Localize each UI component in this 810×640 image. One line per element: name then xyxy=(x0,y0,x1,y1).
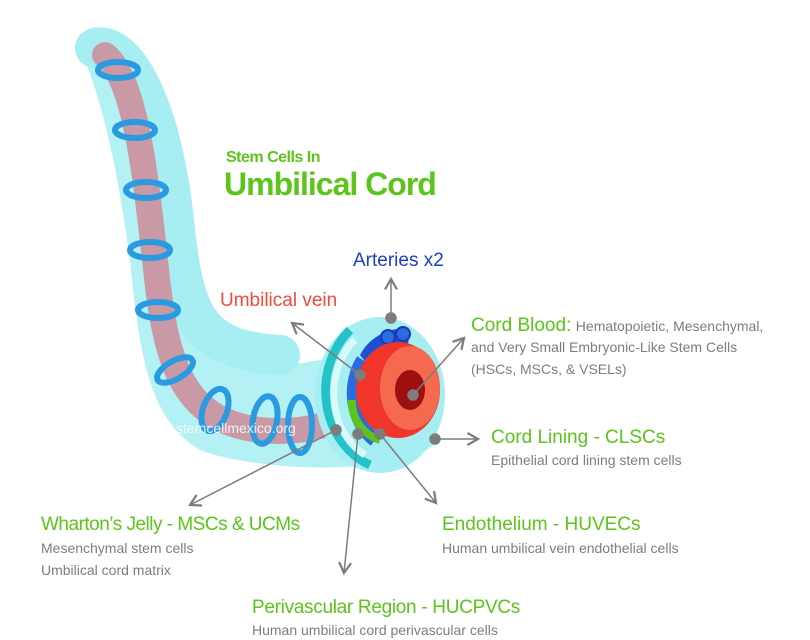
artery-coils xyxy=(95,59,315,456)
whartons-desc-1: Mesenchymal stem cells xyxy=(41,540,194,556)
cord-blood-desc-3: (HSCs, MSCs, & VSELs) xyxy=(471,361,627,377)
cord-lining-desc: Epithelial cord lining stem cells xyxy=(491,452,682,468)
perivascular-heading: Perivascular Region - HUCPVCs xyxy=(252,597,520,618)
cord-lining-ring xyxy=(321,326,372,470)
cord-core xyxy=(92,42,373,444)
whartons-desc-2: Umbilical cord matrix xyxy=(41,562,171,578)
page-title: Umbilical Cord xyxy=(224,166,437,202)
arteries-label: Arteries x2 xyxy=(353,250,444,271)
endothelium-heading: Endothelium - HUVECs xyxy=(442,514,641,535)
vein-label: Umbilical vein xyxy=(220,290,338,311)
watermark: stemcellmexico.org xyxy=(176,420,296,436)
cord-lining-heading: Cord Lining - CLSCs xyxy=(491,427,666,448)
perivascular-desc: Human umbilical cord perivascular cells xyxy=(252,622,498,638)
endothelium-desc: Human umbilical vein endothelial cells xyxy=(442,540,679,556)
whartons-heading: Wharton’s Jelly - MSCs & UCMs xyxy=(41,514,300,535)
cord-blood-heading: Cord Blood: xyxy=(471,315,572,336)
cord-blood-label: Cord Blood: Hematopoietic, Mesenchymal, xyxy=(471,315,763,337)
perivascular-ring xyxy=(347,399,382,444)
cord-blood-desc-1: Hematopoietic, Mesenchymal, xyxy=(575,318,764,334)
title-line1: Stem Cells In xyxy=(226,149,320,166)
cord-blood-desc-2: and Very Small Embryonic-Like Stem Cells xyxy=(471,339,738,355)
